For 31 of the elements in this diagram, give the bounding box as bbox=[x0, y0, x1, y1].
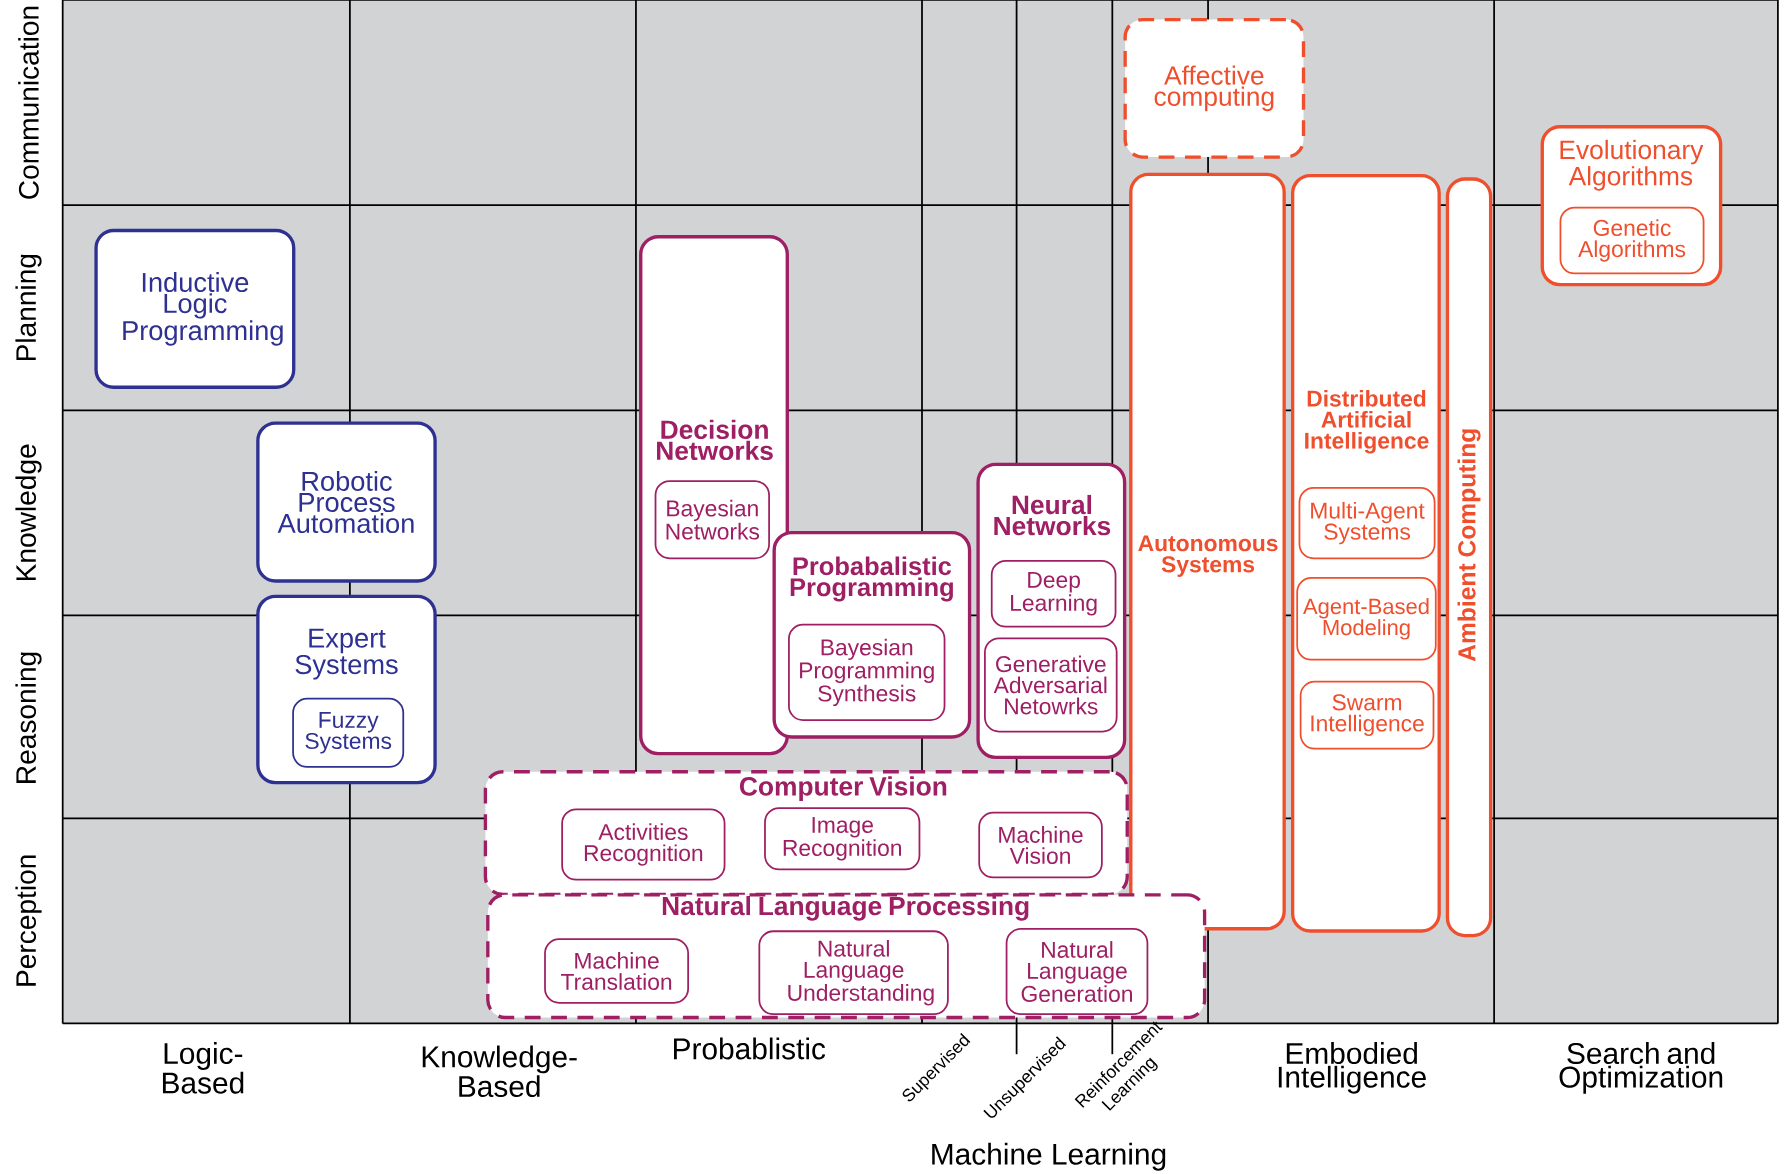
row-label: Reasoning bbox=[15, 652, 42, 783]
category-box: Autonomous Systems bbox=[1129, 172, 1286, 931]
subcategory-box: Natural Language Generation bbox=[1005, 928, 1149, 1016]
subcategory-box: Multi-Agent Systems bbox=[1298, 487, 1436, 560]
subcategory-box: Generative Adversarial Netowrks bbox=[984, 637, 1118, 733]
subcategory-box: Machine Translation bbox=[544, 938, 689, 1004]
row-label: Planning bbox=[15, 254, 42, 361]
row-label: Perception bbox=[15, 855, 42, 986]
axis-label: Machine Learning bbox=[932, 1142, 1166, 1171]
row-label: Communication bbox=[18, 6, 39, 199]
subcategory-box: Bayesian Networks bbox=[654, 480, 770, 560]
category-box: Inductive Logic Programming bbox=[94, 228, 296, 389]
axis-label: Knowledge- Based bbox=[422, 1045, 577, 1098]
axis-label: Probablistic bbox=[674, 1037, 826, 1060]
subcategory-box: Fuzzy Systems bbox=[292, 697, 405, 768]
subcategory-box: Swarm Intelligence bbox=[1299, 680, 1435, 750]
subcategory-box: Deep Learning bbox=[990, 560, 1117, 628]
subcategory-box: Machine Vision bbox=[978, 811, 1103, 879]
category-box: Robotic Process Automation bbox=[256, 421, 437, 583]
subcategory-box: Activities Recognition bbox=[561, 808, 726, 881]
subcategory-box: Image Recognition bbox=[764, 807, 921, 871]
subcategory-box: Genetic Algorithms bbox=[1559, 206, 1705, 275]
subcategory-box: Natural Language Understanding bbox=[758, 930, 949, 1016]
axis-label: Embodied Intelligence bbox=[1278, 1042, 1426, 1094]
row-label: Knowledge bbox=[15, 444, 42, 581]
axis-label: Search and Optimization bbox=[1559, 1042, 1723, 1094]
axis-label: Logic- Based bbox=[162, 1042, 244, 1094]
dashed-group-box: Affective computing bbox=[1123, 18, 1306, 159]
category-box: Ambient Computing bbox=[1445, 177, 1493, 938]
subcategory-box: Agent-Based Modeling bbox=[1296, 577, 1437, 661]
subcategory-box: Bayesian Programming Synthesis bbox=[788, 623, 946, 722]
